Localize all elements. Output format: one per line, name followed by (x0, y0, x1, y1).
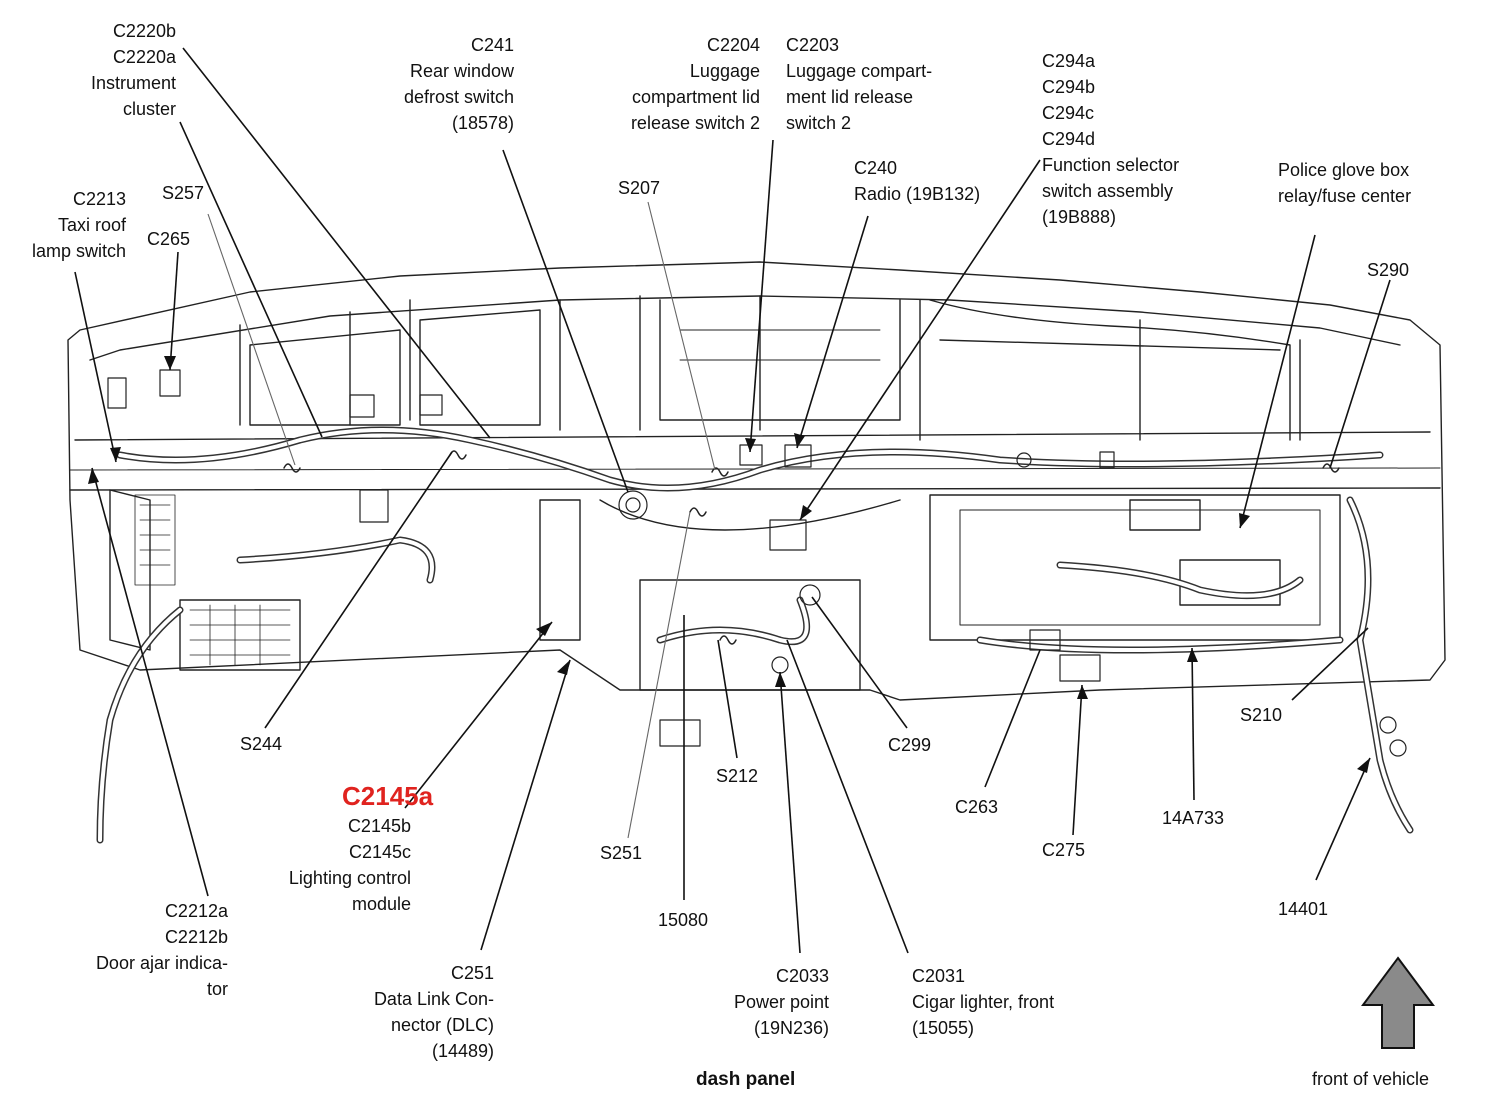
label-s290: S290 (1367, 260, 1410, 280)
front-arrow-icon (1361, 956, 1435, 1049)
label-c2204-luggage-release: C2204 Luggage compartment lid release sw… (630, 35, 760, 133)
label-police-glove-box: Police glove box relay/fuse center (1278, 160, 1412, 206)
label-c294-function-selector: C294a C294b C294c C294d Function selecto… (1042, 51, 1180, 227)
label-14a733: 14A733 (1162, 808, 1225, 828)
label-c2213-taxi-roof-lamp: C2213 Taxi roof lamp switch (31, 189, 126, 261)
label-s244: S244 (240, 734, 283, 754)
label-c2145a-highlight: C2145a (342, 781, 434, 811)
label-s257: S257 (162, 183, 205, 203)
label-c299: C299 (888, 735, 932, 755)
label-c2203-luggage-release: C2203 Luggage compart- ment lid release … (786, 35, 933, 133)
label-c2031-cigar-lighter: C2031 Cigar lighter, front (15055) (912, 966, 1055, 1038)
label-s212: S212 (716, 766, 759, 786)
label-c275: C275 (1042, 840, 1086, 860)
label-s207: S207 (618, 178, 661, 198)
label-c240-radio: C240 Radio (19B132) (854, 158, 981, 204)
label-c2220-instrument-cluster: C2220b C2220a Instrument cluster (90, 21, 176, 119)
label-c2033-power-point: C2033 Power point (19N236) (733, 966, 829, 1038)
label-c241-rear-window-defrost: C241 Rear window defrost switch (18578) (403, 35, 514, 133)
label-c263: C263 (955, 797, 999, 817)
label-c2212-door-ajar: C2212a C2212b Door ajar indica- tor (95, 901, 228, 999)
label-14401: 14401 (1278, 899, 1329, 919)
label-c2145-lighting-control-module: C2145b C2145c Lighting control module (288, 816, 411, 914)
label-s210: S210 (1240, 705, 1283, 725)
label-c251-dlc: C251 Data Link Con- nector (DLC) (14489) (373, 963, 494, 1061)
diagram-caption: dash panel (696, 1069, 796, 1090)
label-15080: 15080 (658, 910, 709, 930)
label-c265: C265 (147, 229, 191, 249)
label-s251: S251 (600, 843, 643, 863)
front-of-vehicle-label: front of vehicle (1312, 1069, 1430, 1089)
